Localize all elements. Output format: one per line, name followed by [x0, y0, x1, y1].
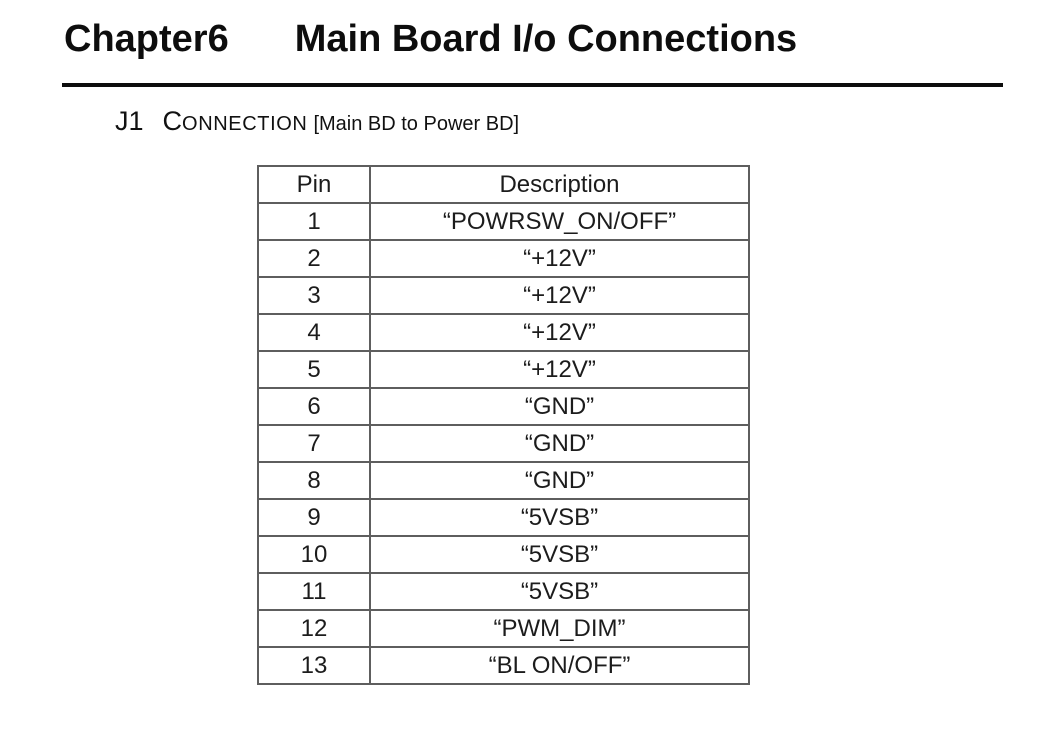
chapter-title: Main Board I/o Connections: [294, 18, 798, 60]
pin-cell: 3: [257, 276, 371, 315]
jack-label: J1: [115, 106, 144, 136]
section-title-initial: C: [162, 106, 183, 136]
pin-connection-table: Pin Description 1 “POWRSW_ON/OFF” 2 “+12…: [257, 165, 750, 685]
chapter-heading: Chapter6 Main Board I/o Connections: [64, 18, 797, 61]
description-cell: “5VSB”: [369, 572, 750, 611]
description-cell: “5VSB”: [369, 535, 750, 574]
section-heading: J1 CONNECTION[Main BD to Power BD]: [115, 106, 519, 137]
pin-cell: 7: [257, 424, 371, 463]
table-row: 9 “5VSB”: [257, 498, 750, 537]
pin-cell: 1: [257, 202, 371, 241]
section-title-bracket: [Main BD to Power BD]: [313, 113, 520, 135]
pin-cell: 5: [257, 350, 371, 389]
pin-cell: 10: [257, 535, 371, 574]
chapter-label: Chapter6: [64, 18, 229, 60]
description-cell: “5VSB”: [369, 498, 750, 537]
pin-cell: 4: [257, 313, 371, 352]
table-row: 11 “5VSB”: [257, 572, 750, 611]
column-header-description: Description: [369, 165, 750, 204]
description-cell: “+12V”: [369, 350, 750, 389]
description-cell: “PWM_DIM”: [369, 609, 750, 648]
description-cell: “+12V”: [369, 239, 750, 278]
table-row: 8 “GND”: [257, 461, 750, 500]
description-cell: “+12V”: [369, 276, 750, 315]
description-cell: “BL ON/OFF”: [369, 646, 750, 685]
description-cell: “+12V”: [369, 313, 750, 352]
table-row: 10 “5VSB”: [257, 535, 750, 574]
description-cell: “GND”: [369, 387, 750, 426]
table-row: 5 “+12V”: [257, 350, 750, 389]
pin-cell: 8: [257, 461, 371, 500]
pin-cell: 9: [257, 498, 371, 537]
table-header-row: Pin Description: [257, 165, 750, 204]
table-row: 4 “+12V”: [257, 313, 750, 352]
pin-cell: 11: [257, 572, 371, 611]
table-row: 6 “GND”: [257, 387, 750, 426]
pin-cell: 2: [257, 239, 371, 278]
column-header-pin: Pin: [257, 165, 371, 204]
table-row: 13 “BL ON/OFF”: [257, 646, 750, 685]
section-title-rest: ONNECTION: [182, 113, 308, 135]
table-row: 1 “POWRSW_ON/OFF”: [257, 202, 750, 241]
table-row: 12 “PWM_DIM”: [257, 609, 750, 648]
table-row: 3 “+12V”: [257, 276, 750, 315]
table-row: 2 “+12V”: [257, 239, 750, 278]
description-cell: “POWRSW_ON/OFF”: [369, 202, 750, 241]
description-cell: “GND”: [369, 461, 750, 500]
table-row: 7 “GND”: [257, 424, 750, 463]
pin-cell: 6: [257, 387, 371, 426]
pin-cell: 12: [257, 609, 371, 648]
pin-cell: 13: [257, 646, 371, 685]
description-cell: “GND”: [369, 424, 750, 463]
heading-rule-divider: [62, 83, 1003, 87]
